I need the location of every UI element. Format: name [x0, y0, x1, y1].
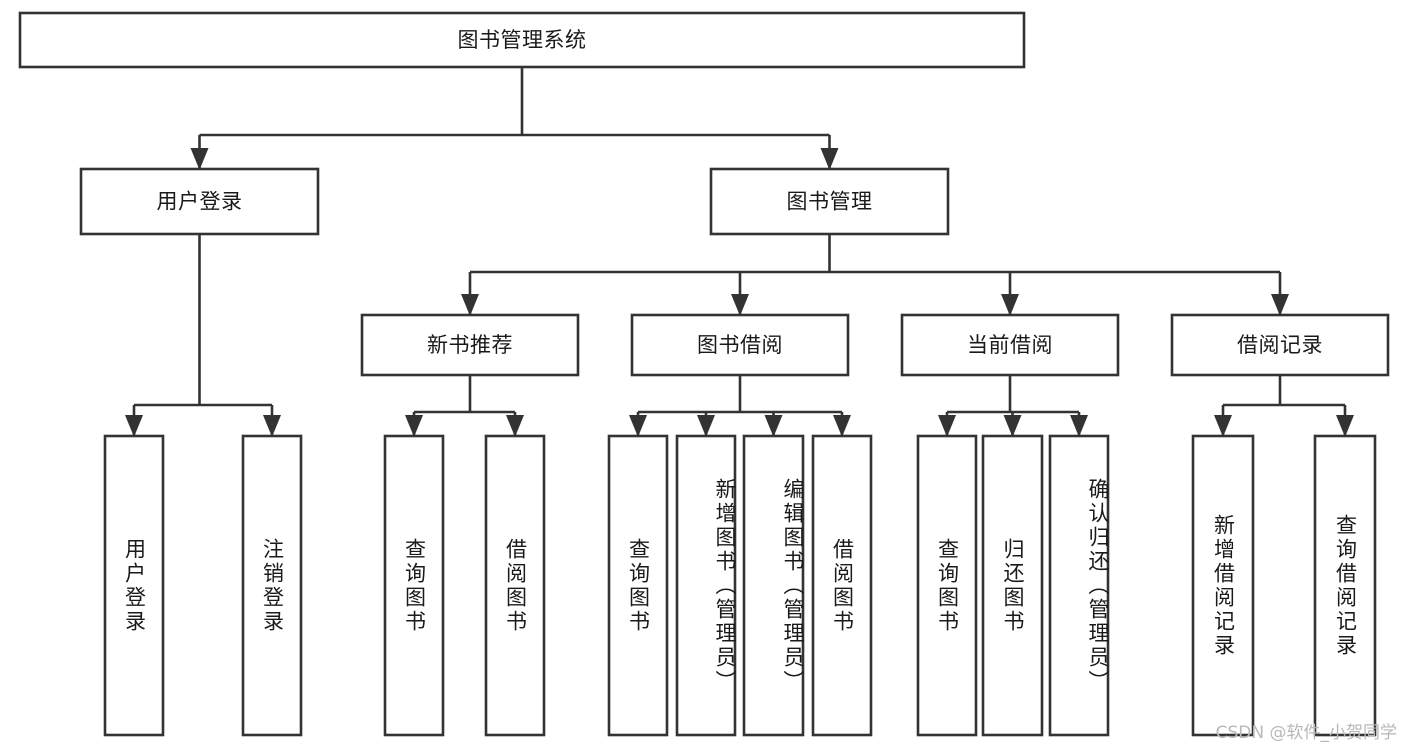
node-label-book-manage: 图书管理 — [787, 190, 873, 214]
arrow-head-leaf-borrow-book-recommend — [506, 415, 524, 437]
node-label-current-borrow: 当前借阅 — [967, 333, 1053, 357]
node-label-user-login: 用户登录 — [157, 190, 243, 214]
leaf-node-leaf-borrow-book[interactable] — [813, 436, 871, 735]
csdn-watermark: CSDN @软件_小贺同学 — [1215, 723, 1397, 743]
leaf-node-leaf-borrow-book-recommend[interactable] — [486, 436, 544, 735]
node-box-root[interactable] — [18, 11, 1026, 69]
arrow-head-leaf-borrow-book — [833, 415, 851, 437]
connector-layer — [125, 67, 1354, 437]
arrow-head-leaf-logout-login — [263, 415, 281, 437]
node-box-leaf-return-book[interactable] — [981, 434, 1044, 737]
node-box-book-manage[interactable] — [709, 167, 950, 236]
leaf-node-leaf-return-book[interactable] — [983, 436, 1042, 735]
node-box-leaf-edit-book[interactable] — [742, 434, 805, 737]
arrow-head-current-borrow — [1001, 294, 1019, 316]
leaf-node-leaf-logout-login[interactable] — [243, 436, 301, 735]
arrow-head-leaf-query-book-current — [938, 415, 956, 437]
node-box-leaf-borrow-book[interactable] — [811, 434, 873, 737]
arrow-head-leaf-query-book-borrow — [629, 415, 647, 437]
node-label-book-borrow: 图书借阅 — [697, 333, 783, 357]
node-box-current-borrow[interactable] — [900, 313, 1120, 377]
arrow-head-user-login — [190, 148, 209, 170]
node-box-leaf-query-book-recommend[interactable] — [383, 434, 445, 737]
node-label-root: 图书管理系统 — [458, 28, 587, 52]
node-box-book-borrow[interactable] — [630, 313, 850, 377]
arrow-head-leaf-edit-book — [764, 415, 783, 437]
arrow-head-leaf-add-borrow-record — [1214, 415, 1232, 437]
leaf-node-leaf-query-book-borrow[interactable] — [609, 436, 667, 735]
leaf-node-leaf-query-borrow-record[interactable] — [1315, 436, 1375, 735]
arrow-head-leaf-confirm-return — [1070, 415, 1088, 437]
arrow-head-leaf-query-book-recommend — [405, 415, 423, 437]
node-box-leaf-user-login[interactable] — [103, 434, 165, 737]
leaf-node-leaf-query-book-current[interactable] — [918, 436, 976, 735]
node-label-new-book-recommend: 新书推荐 — [427, 333, 513, 357]
arrow-head-leaf-return-book — [1003, 415, 1022, 437]
node-box-leaf-logout-login[interactable] — [241, 434, 303, 737]
leaf-node-leaf-add-book[interactable] — [677, 436, 735, 735]
arrow-head-leaf-add-book — [697, 415, 715, 437]
leaf-node-leaf-edit-book[interactable] — [744, 436, 803, 735]
arrow-head-leaf-query-borrow-record — [1336, 415, 1354, 437]
arrow-head-book-borrow — [731, 294, 749, 316]
box-layer — [18, 11, 1390, 737]
node-box-new-book-recommend[interactable] — [360, 313, 580, 377]
leaf-node-leaf-user-login[interactable] — [105, 436, 163, 735]
leaf-node-leaf-confirm-return[interactable] — [1050, 436, 1108, 735]
node-box-leaf-query-book-current[interactable] — [916, 434, 978, 737]
arrow-head-borrow-record — [1271, 294, 1289, 316]
node-box-leaf-confirm-return[interactable] — [1048, 434, 1110, 737]
node-label-borrow-record: 借阅记录 — [1237, 333, 1323, 357]
node-box-user-login[interactable] — [79, 167, 320, 236]
arrow-head-leaf-user-login — [125, 415, 143, 437]
node-box-leaf-query-book-borrow[interactable] — [607, 434, 669, 737]
node-box-borrow-record[interactable] — [1170, 313, 1390, 377]
node-box-leaf-add-borrow-record[interactable] — [1191, 434, 1255, 737]
node-box-leaf-add-book[interactable] — [675, 434, 737, 737]
node-box-leaf-query-borrow-record[interactable] — [1313, 434, 1377, 737]
leaf-node-leaf-query-book-recommend[interactable] — [385, 436, 443, 735]
node-box-leaf-borrow-book-recommend[interactable] — [484, 434, 546, 737]
arrow-head-new-book-recommend — [461, 294, 479, 316]
leaf-node-leaf-add-borrow-record[interactable] — [1193, 436, 1253, 735]
arrow-head-book-manage — [820, 148, 839, 170]
